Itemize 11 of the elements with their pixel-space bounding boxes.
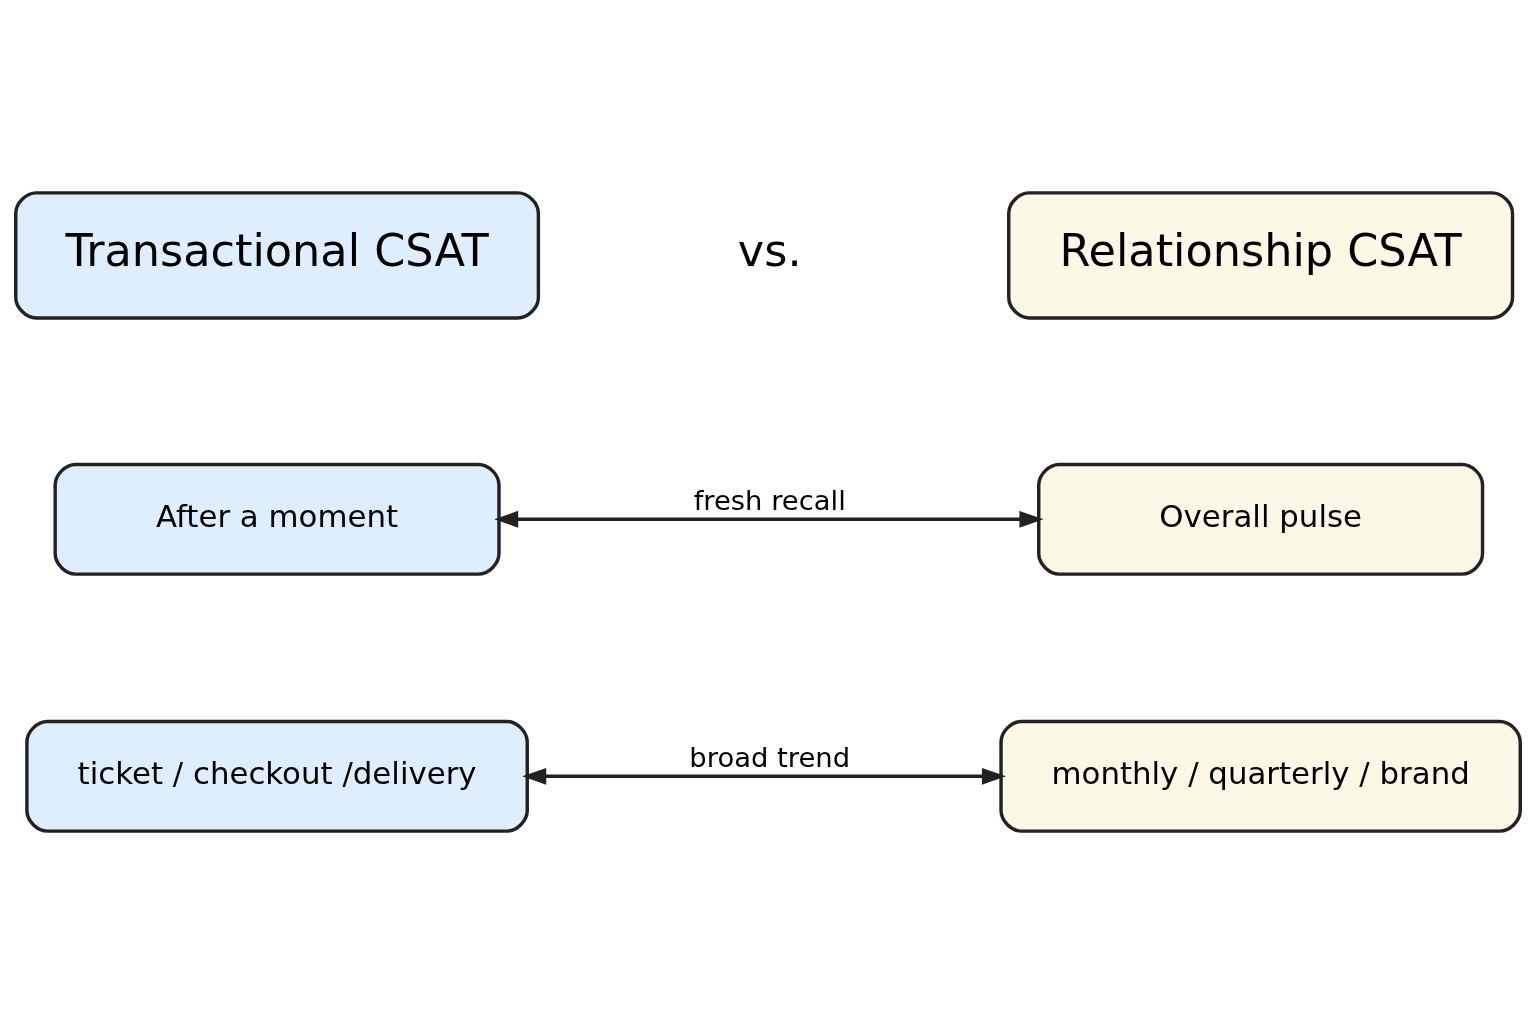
node-box: monthly / quarterly / brand — [999, 719, 1522, 833]
arrow — [494, 510, 1044, 528]
node-box: Relationship CSAT — [1007, 191, 1515, 320]
edge-label: broad trend — [689, 742, 851, 774]
node-box: ticket / checkout /delivery — [25, 719, 529, 833]
label: vs. — [737, 225, 802, 278]
edge-label: fresh recall — [693, 485, 846, 517]
node-box: After a moment — [53, 462, 501, 576]
arrow — [522, 767, 1006, 785]
node-box: Overall pulse — [1037, 462, 1485, 576]
node-box: Transactional CSAT — [14, 191, 541, 320]
